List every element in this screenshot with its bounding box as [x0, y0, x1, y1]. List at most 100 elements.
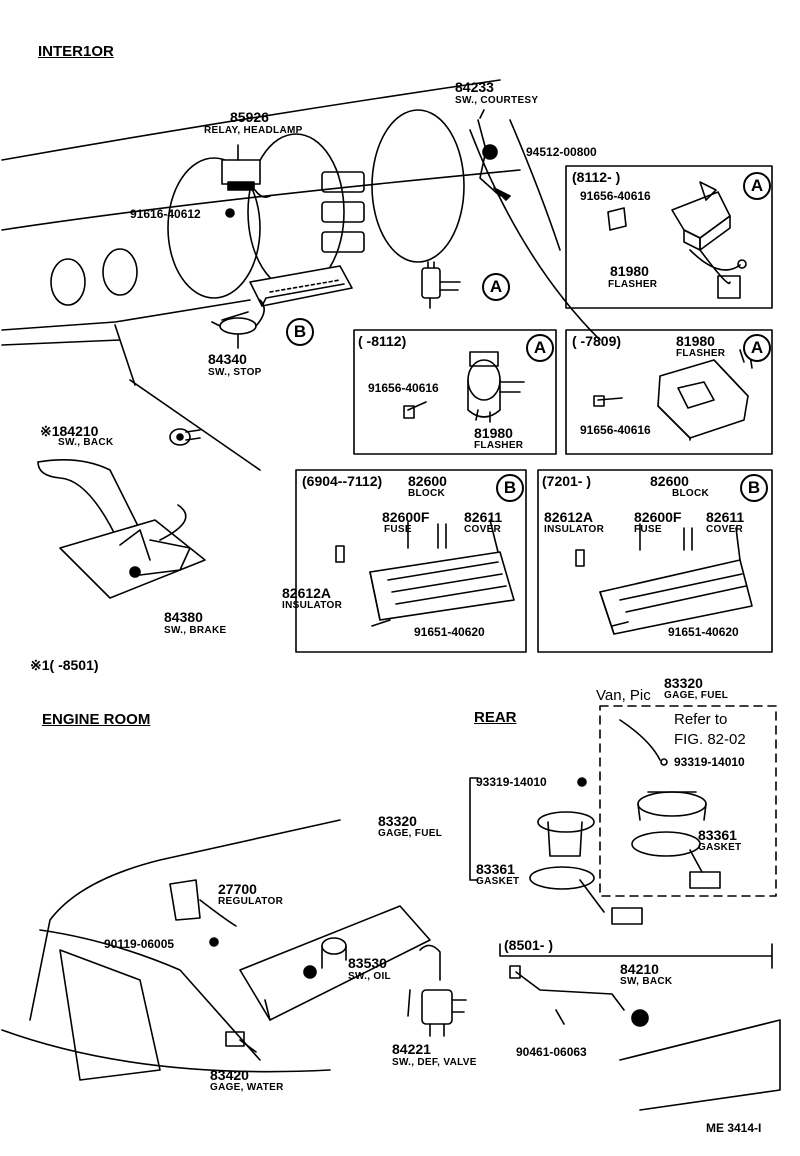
stop-switch-drawing [211, 299, 265, 349]
headlamp-relay-drawing [221, 144, 271, 218]
box-a1-letter: A [743, 172, 771, 200]
van-gage-name: GAGE, FUEL [664, 690, 729, 701]
relay-part-number: 85926 [230, 109, 269, 125]
box-b2-range: (7201- ) [542, 473, 592, 489]
box-b1-cover-name: COVER [464, 524, 502, 535]
box-a3-letter: A [743, 334, 771, 362]
box-a1-number: 81980 [610, 263, 649, 279]
box-b1-letter: B [496, 474, 524, 502]
box-b2-insulator-name: INSULATOR [544, 524, 605, 535]
def-valve-drawing [407, 944, 467, 1037]
rear-back-range: (8501- ) [504, 937, 554, 953]
back-switch-name: SW., BACK [58, 437, 114, 448]
van-gage-number: 83320 [664, 675, 703, 691]
box-b1-block-name: BLOCK [408, 488, 446, 499]
document-code: ME 3414-I [706, 1121, 762, 1135]
box-b2-block-name: BLOCK [672, 488, 710, 499]
oil-switch-name: SW., OIL [348, 971, 391, 982]
oil-switch-number: 83530 [348, 955, 387, 971]
box-b1-insulator-number: 82612A [282, 585, 332, 601]
box-b2-cover-number: 82611 [706, 509, 745, 525]
rear-back-switch-name: SW, BACK [620, 976, 673, 987]
box-b1-frame [295, 469, 527, 653]
parking-brake-drawing [37, 458, 206, 599]
box-b1-screw: 91651-40620 [414, 625, 485, 639]
regulator-number: 27700 [218, 881, 257, 897]
box-b1-insulator-name: INSULATOR [282, 600, 343, 611]
box-a1-name: FLASHER [608, 279, 658, 290]
box-a3-number: 81980 [676, 333, 715, 349]
back-switch-number: ※184210 [40, 423, 99, 439]
section-heading-engine-room: ENGINE ROOM [42, 711, 151, 728]
rear-back-switch-number: 84210 [620, 961, 659, 977]
box-b2-fuse-number: 82600F [634, 509, 682, 525]
relay-part-name: RELAY, HEADLAMP [204, 125, 303, 136]
box-b2-cover-name: COVER [706, 524, 744, 535]
van-refer-line2: FIG. 82-02 [674, 731, 746, 748]
box-b1-fuse-name: FUSE [384, 524, 412, 535]
box-a3-name: FLASHER [676, 348, 726, 359]
relay-screw-number: 91616-40612 [130, 207, 201, 221]
van-refer-line1: Refer to [674, 711, 728, 728]
box-b1-cover-number: 82611 [464, 509, 503, 525]
box-b1-block-number: 82600 [408, 473, 447, 489]
footnote-range: ※1( -8501) [30, 657, 99, 673]
box-b2-insulator-number: 82612A [544, 509, 594, 525]
box-b2-letter: B [740, 474, 768, 502]
box-b1-range: (6904--7112) [302, 473, 383, 489]
box-a2-frame [353, 329, 557, 455]
box-a1-frame [565, 165, 773, 309]
def-valve-switch-name: SW., DEF, VALVE [392, 1057, 477, 1068]
courtesy-switch-drawing [477, 109, 511, 201]
box-b2-block-number: 82600 [650, 473, 689, 489]
box-b2-frame [537, 469, 773, 653]
brake-switch-name: SW., BRAKE [164, 625, 227, 636]
van-gasket-number: 83361 [698, 827, 737, 843]
van-screw-number: 93319-14010 [674, 755, 745, 769]
box-a3-screw: 91656-40616 [580, 423, 651, 437]
engine-room-car-drawing [1, 819, 431, 1081]
rear-gage-name: GAGE, FUEL [378, 828, 443, 839]
van-gasket-name: GASKET [698, 842, 742, 853]
box-a2-number: 81980 [474, 425, 513, 441]
stop-switch-number: 84340 [208, 351, 247, 367]
stop-switch-name: SW., STOP [208, 367, 262, 378]
box-a3-frame [565, 329, 773, 455]
box-b1-fuse-number: 82600F [382, 509, 430, 525]
van-gage-prefix: Van, Pic [596, 687, 651, 704]
van-box-frame [599, 705, 777, 897]
regulator-bolt-number: 90119-06005 [104, 937, 175, 951]
courtesy-screw-number: 94512-00800 [526, 145, 597, 159]
callout-a-marker: A [482, 273, 510, 301]
box-a3-range: ( -7809) [572, 333, 622, 349]
box-b2-fuse-name: FUSE [634, 524, 662, 535]
section-heading-rear: REAR [474, 709, 517, 726]
courtesy-switch-number: 84233 [455, 79, 494, 95]
rear-gage-number: 83320 [378, 813, 417, 829]
rear-clip-number: 90461-06063 [516, 1045, 587, 1059]
rear-gasket-name: GASKET [476, 876, 520, 887]
courtesy-switch-name: SW., COURTESY [455, 95, 539, 106]
rear-fuel-gage-drawing [469, 777, 643, 925]
box-a2-letter: A [526, 334, 554, 362]
section-heading-interior: INTER1OR [38, 43, 114, 60]
box-a2-name: FLASHER [474, 440, 524, 451]
rear-gasket-number: 83361 [476, 861, 515, 877]
box-a1-range: (8112- ) [572, 169, 621, 185]
box-a2-range: ( -8112) [358, 333, 407, 349]
water-gage-number: 83420 [210, 1067, 249, 1083]
callout-b-marker: B [286, 318, 314, 346]
box-a2-screw: 91656-40616 [368, 381, 439, 395]
back-switch-drawing [169, 428, 201, 446]
regulator-name: REGULATOR [218, 896, 284, 907]
rear-screw-number: 93319-14010 [476, 775, 547, 789]
water-gage-name: GAGE, WATER [210, 1082, 284, 1093]
flasher-on-dash-drawing [421, 261, 461, 309]
box-a1-screw: 91656-40616 [580, 189, 651, 203]
box-b2-screw: 91651-40620 [668, 625, 739, 639]
brake-switch-number: 84380 [164, 609, 203, 625]
dashboard-panel-drawing [1, 79, 601, 471]
rear-back-switch-frame [499, 943, 781, 1111]
def-valve-switch-number: 84221 [392, 1041, 431, 1057]
